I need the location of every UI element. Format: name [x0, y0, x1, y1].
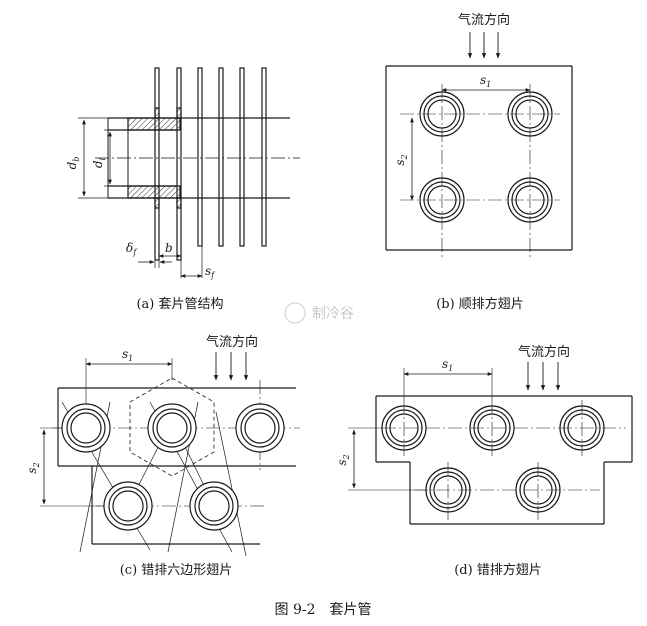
- panel-a-labels: db di δf b sf (a) 套片管结构: [65, 157, 224, 312]
- label-s1-b: s: [480, 73, 486, 87]
- label-delta: δ: [126, 241, 133, 255]
- tube: [419, 177, 465, 223]
- label-s2-d: s: [335, 459, 349, 465]
- label-d-sub-i: i: [98, 157, 107, 160]
- tube: [147, 403, 197, 453]
- label-delta-sub-f: f: [132, 248, 138, 257]
- label-d-sub-b: b: [72, 157, 81, 162]
- watermark-logo-icon: [284, 302, 306, 324]
- panel-d-staggered-square-fins: [348, 362, 633, 525]
- watermark-text: 制冷谷: [312, 306, 354, 322]
- watermark: 制冷谷: [284, 302, 354, 324]
- panel-b-inline-square-fins: [385, 32, 573, 260]
- tube: [61, 403, 111, 453]
- caption-b: (b) 顺排方翅片: [436, 296, 524, 312]
- tube: [507, 177, 553, 223]
- svg-text:δf: δf: [126, 241, 138, 257]
- tube: [515, 467, 561, 513]
- panel-a-tube-structure: [78, 67, 300, 278]
- svg-text:s2: s2: [393, 154, 409, 165]
- caption-c: (c) 错排六边形翅片: [120, 562, 233, 578]
- label-s1-c-sub: 1: [128, 354, 133, 363]
- label-d-inner: d: [91, 160, 105, 168]
- svg-text:s1: s1: [122, 347, 133, 363]
- tube: [189, 481, 239, 531]
- panel-b-labels: 气流方向 s1 s2 (b) 顺排方翅片: [393, 12, 524, 312]
- label-s2-c: s: [25, 467, 39, 473]
- label-s1-d: s: [442, 357, 448, 371]
- label-s2-c-sub: 2: [32, 462, 41, 468]
- flow-direction-label-d: 气流方向: [518, 344, 570, 360]
- tube: [235, 403, 285, 453]
- flow-direction-label-b: 气流方向: [458, 12, 510, 28]
- tube: [103, 481, 153, 531]
- svg-text:s1: s1: [442, 357, 453, 373]
- label-s2-d-sub: 2: [342, 454, 351, 460]
- label-d: d: [65, 161, 79, 169]
- tube: [425, 467, 471, 513]
- label-s-f: s: [205, 264, 211, 278]
- caption-a: (a) 套片管结构: [136, 296, 223, 312]
- label-s1-d-sub: 1: [448, 364, 453, 373]
- panel-c-staggered-hexagonal-fins: [40, 352, 300, 557]
- label-s1-c: s: [122, 347, 128, 361]
- tube: [381, 405, 427, 451]
- figure-caption: 图 9-2 套片管: [275, 602, 372, 618]
- label-s-sub-f: f: [210, 271, 216, 280]
- svg-text:db: db: [65, 157, 81, 170]
- svg-text:s2: s2: [25, 462, 41, 473]
- panel-d-labels: 气流方向 s1 s2 (d) 错排方翅片: [335, 344, 570, 578]
- svg-text:s1: s1: [480, 73, 491, 89]
- svg-text:sf: sf: [205, 264, 216, 280]
- tube: [419, 91, 465, 137]
- svg-text:s2: s2: [335, 454, 351, 465]
- svg-text:di: di: [91, 157, 107, 168]
- caption-d: (d) 错排方翅片: [454, 562, 542, 578]
- label-s2-b: s: [393, 159, 407, 165]
- tube: [469, 405, 515, 451]
- panel-c-labels: 气流方向 s1 s2 (c) 错排六边形翅片: [25, 334, 258, 578]
- flow-direction-label-c: 气流方向: [206, 334, 258, 350]
- label-s2-b-sub: 2: [400, 154, 409, 160]
- label-b: b: [165, 241, 173, 255]
- label-s1-b-sub: 1: [486, 80, 491, 89]
- tube: [507, 91, 553, 137]
- tube: [559, 405, 605, 451]
